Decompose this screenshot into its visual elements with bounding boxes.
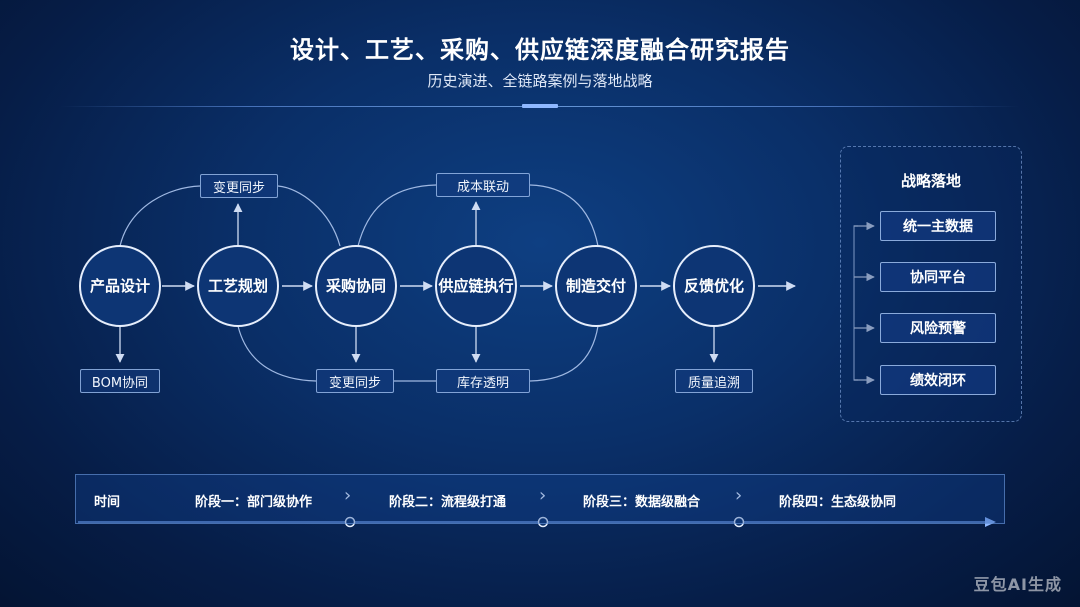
label-box-bom-sync: BOM协同 [80,369,160,393]
chevron-right-icon: › [539,485,547,506]
header-divider-accent [522,104,558,108]
timeline-arrowhead [985,517,996,527]
chevron-right-icon: › [344,485,352,506]
chevron-right-icon: › [735,485,743,506]
label-box-inventory: 库存透明 [436,369,530,393]
timeline-stage-4: 阶段四：生态级协同 [779,495,897,510]
node-label: 产品设计 [90,277,150,295]
label-box-cost-link: 成本联动 [436,173,530,197]
strategy-item-master-data: 统一主数据 [880,211,996,241]
strategy-item-risk-alert: 风险预警 [880,313,996,343]
watermark: 豆包AI生成 [973,575,1062,594]
arc-process-to-top-box [277,185,341,247]
timeline-stage-2: 阶段二：流程级打通 [389,495,507,510]
timeline-panel [75,474,1005,524]
node-feedback: 反馈优化 [673,245,755,327]
node-label: 反馈优化 [684,277,744,295]
node-procurement: 采购协同 [315,245,397,327]
node-supply-chain: 供应链执行 [435,245,517,327]
node-process-planning: 工艺规划 [197,245,279,327]
timeline-dot [537,516,549,528]
node-manufacturing: 制造交付 [555,245,637,327]
arc-procurement-to-cost [357,184,437,247]
label-box-change-sync-bottom: 变更同步 [316,369,394,393]
node-product-design: 产品设计 [79,245,161,327]
timeline-stage-3: 阶段三：数据级融合 [583,495,701,510]
label-box-quality-trace: 质量追溯 [675,369,753,393]
timeline-dot [344,516,356,528]
page-subtitle: 历史演进、全链路案例与落地战略 [427,72,653,90]
page-title: 设计、工艺、采购、供应链深度融合研究报告 [290,36,790,64]
timeline-stage-1: 阶段一：部门级协作 [195,495,313,510]
arc-process-to-change-bottom [237,325,317,382]
strategy-title: 战略落地 [900,172,961,190]
strategy-item-platform: 协同平台 [880,262,996,292]
arc-design-to-process-top [119,185,201,247]
node-label: 制造交付 [566,277,626,295]
node-label: 工艺规划 [208,277,268,295]
arc-inventory-to-manufacturing [529,325,599,382]
node-label: 采购协同 [325,277,386,295]
strategy-item-performance: 绩效闭环 [880,365,996,395]
timeline-label: 时间 [94,495,121,510]
node-label: 供应链执行 [437,277,513,295]
label-box-change-sync-top: 变更同步 [200,174,278,198]
arc-cost-to-manufacturing [529,184,599,247]
timeline-dot [733,516,745,528]
